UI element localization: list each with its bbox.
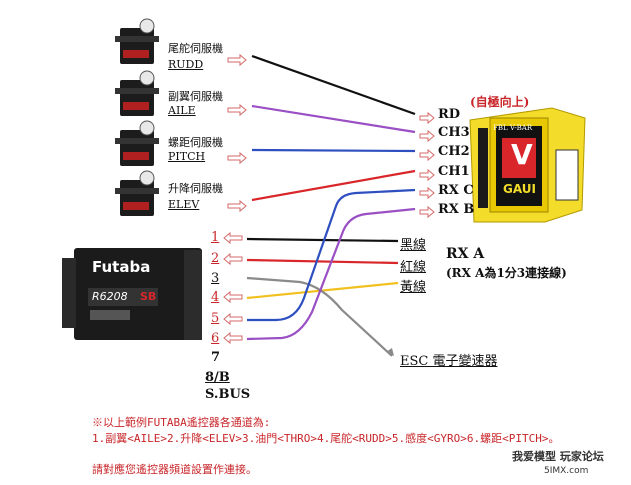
rx-a-label: RX A: [446, 246, 485, 262]
wire-label-yellow: 黃線: [400, 280, 427, 295]
receiver-channel-sbus: S.BUS: [205, 387, 251, 402]
fbl-orientation-label: (自極向上): [470, 95, 530, 109]
receiver-channel-8b: 8/B: [205, 370, 230, 385]
fbl-port-rd: RD: [438, 107, 461, 122]
note-line-3: 請對應您遙控器頻道設置作連接。: [92, 463, 257, 476]
note-line-2: 1.副翼<AILE>2.升降<ELEV>3.油門<THRO>4.尾舵<RUDD>…: [92, 432, 560, 445]
servo-code-aile: AILE: [168, 104, 196, 117]
wire-label-red: 紅線: [400, 260, 427, 275]
receiver-channel-1: 1: [211, 230, 220, 245]
note-line-1: ※以上範例FUTABA遙控器各通道為:: [92, 416, 271, 429]
servo-code-rudd: RUDD: [168, 58, 204, 71]
fbl-model-text: FBL V-BAR: [493, 124, 533, 132]
servo-icon-elev: [115, 170, 159, 216]
servo-icon-rudd: [115, 18, 159, 64]
wire-label-black: 黑線: [400, 238, 427, 253]
watermark-url: 5IMX.com: [544, 466, 589, 476]
receiver-channel-3: 3: [211, 271, 220, 286]
receiver-channel-4: 4: [211, 290, 220, 305]
fbl-logo-brand: GAUI: [503, 182, 536, 196]
servo-icon-aile: [115, 70, 159, 116]
receiver-channel-7: 7: [211, 350, 221, 365]
fbl-port-ch1: CH1: [438, 164, 470, 179]
servo-name-elev: 升降伺服機: [168, 182, 223, 195]
receiver-model: R6208: [92, 290, 128, 303]
servo-name-rudd: 尾舵伺服機: [168, 42, 223, 55]
flybarless-unit: [469, 107, 586, 223]
servo-code-pitch: PITCH: [168, 150, 206, 163]
receiver-channel-2: 2: [211, 251, 220, 266]
servo-code-elev: ELEV: [168, 198, 200, 211]
fbl-logo-letter: V: [511, 138, 533, 171]
receiver-channel-5: 5: [211, 311, 220, 326]
fbl-port-ch3: CH3: [438, 125, 470, 140]
fbl-port-rxb: RX B: [438, 202, 475, 217]
servo-icon-pitch: [115, 120, 159, 166]
fbl-port-ch2: CH2: [438, 144, 470, 159]
servo-name-pitch: 螺距伺服機: [168, 136, 223, 149]
esc-label: ESC 電子變速器: [400, 354, 498, 369]
receiver-brand: Futaba: [92, 258, 151, 276]
receiver-channel-6: 6: [211, 331, 220, 346]
servo-name-aile: 副翼伺服機: [168, 90, 223, 103]
receiver-model-suffix: SB: [140, 290, 157, 303]
watermark-text: 我爱模型 玩家论坛: [512, 450, 604, 463]
receiver-unit: [62, 248, 202, 340]
rx-a-note: (RX A為1分3連接線): [446, 266, 567, 280]
fbl-port-rxc: RX C: [438, 183, 474, 198]
